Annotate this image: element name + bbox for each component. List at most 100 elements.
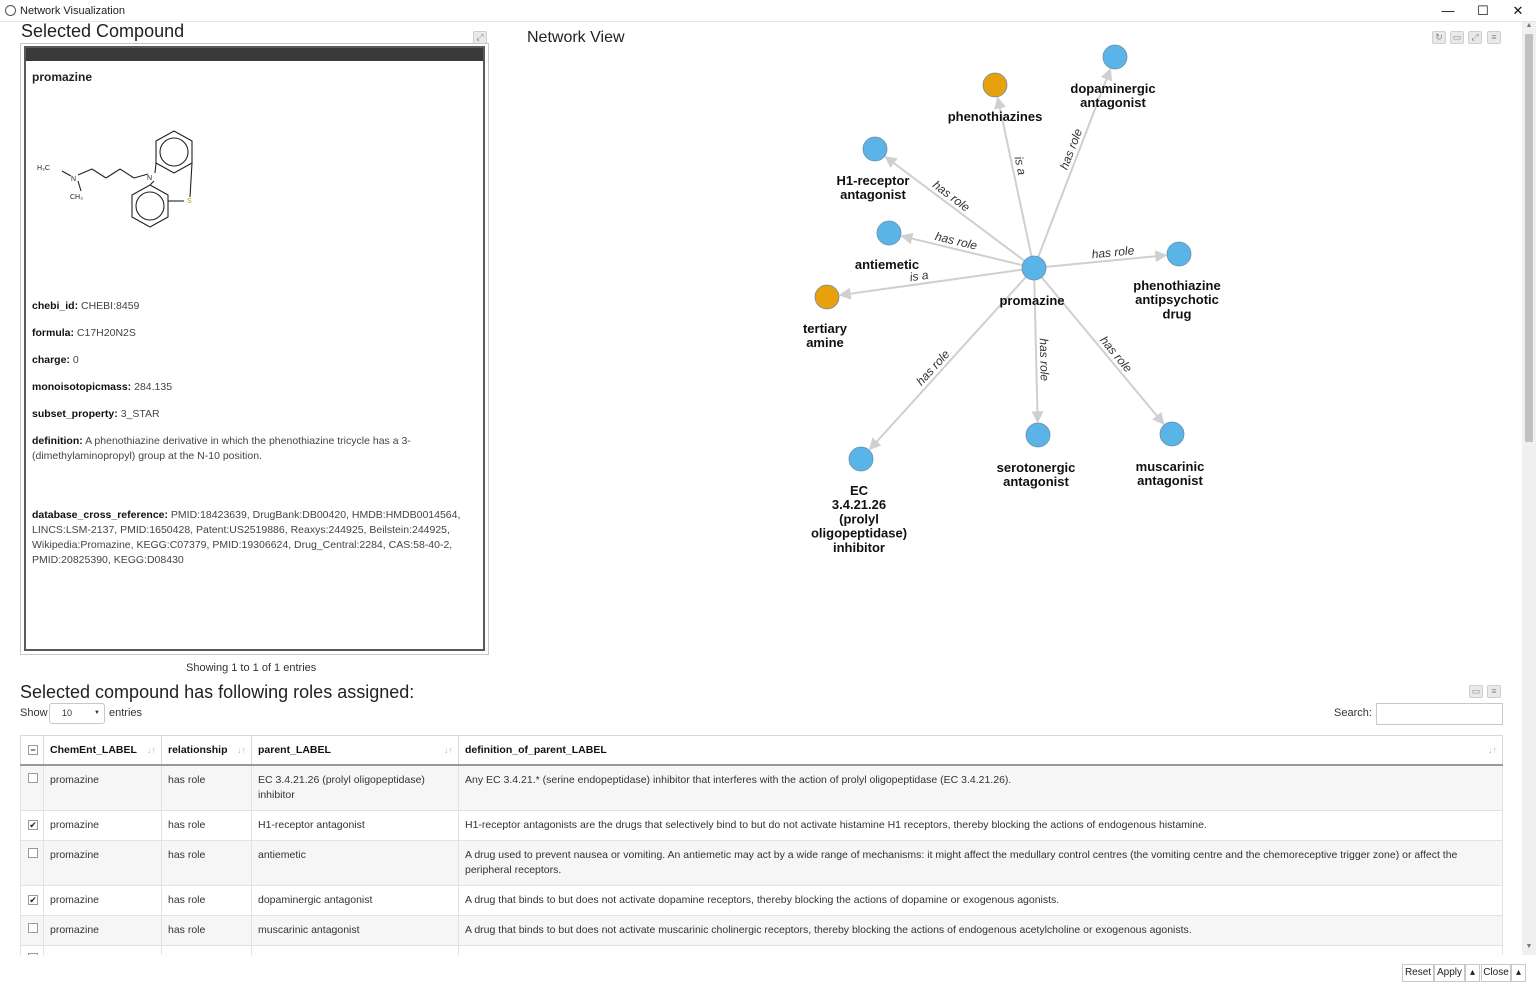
- node-label-dopaminergic: antagonist: [1080, 95, 1146, 110]
- maximize-button[interactable]: ☐: [1477, 3, 1489, 18]
- sulfur-label: S: [187, 198, 192, 205]
- select-all-checkbox[interactable]: −: [28, 744, 38, 755]
- node-label-antiemetic: antiemetic: [855, 257, 919, 272]
- apply-button[interactable]: Apply: [1434, 964, 1465, 982]
- row-checkbox[interactable]: [28, 772, 38, 783]
- cell-definition: [458, 944, 1503, 955]
- node-promazine[interactable]: [1021, 255, 1047, 281]
- minimize-button[interactable]: —: [1441, 3, 1455, 18]
- vertical-scrollbar[interactable]: ▲ ▼: [1522, 22, 1536, 955]
- node-muscarinic[interactable]: [1159, 421, 1185, 447]
- field-formula: formula: C17H20N2S: [32, 327, 136, 339]
- window-titlebar: Network Visualization — ☐ ✕: [0, 0, 1536, 22]
- node-label-pap: phenothiazine: [1133, 278, 1220, 293]
- compound-entries-info: Showing 1 to 1 of 1 entries: [186, 662, 317, 674]
- col-definition-of-parent-label[interactable]: definition_of_parent_LABEL↓↑: [458, 735, 1503, 766]
- fullscreen-icon[interactable]: ⤢: [1468, 31, 1482, 44]
- close-button[interactable]: Close: [1481, 964, 1511, 982]
- scroll-up-icon[interactable]: ▲: [1525, 22, 1533, 29]
- edge-antiemetic[interactable]: [900, 232, 1023, 267]
- selected-compound-title: Selected Compound: [21, 21, 185, 41]
- search-input[interactable]: [1376, 703, 1503, 725]
- node-phenothiazines[interactable]: [982, 72, 1008, 98]
- cell-relationship: has role: [161, 944, 252, 955]
- close-window-button[interactable]: ✕: [1512, 3, 1524, 18]
- col-relationship[interactable]: relationship↓↑: [161, 735, 252, 766]
- scrollbar-thumb[interactable]: [1525, 34, 1533, 442]
- close-dropdown-button[interactable]: ▴: [1511, 964, 1526, 982]
- sort-icon[interactable]: ↓↑: [147, 745, 156, 755]
- page-size-select[interactable]: 10 ▼: [49, 703, 105, 724]
- search-label: Search:: [1334, 707, 1372, 719]
- columns-icon[interactable]: ▭: [1469, 685, 1483, 698]
- edge-phenothiazines[interactable]: [994, 96, 1033, 257]
- compound-panel: [20, 43, 489, 655]
- node-ec[interactable]: [848, 446, 874, 472]
- node-label-pap: antipsychotic: [1135, 292, 1219, 307]
- page-size-value: 10: [62, 708, 73, 718]
- node-label-serotonergic: serotonergic: [997, 460, 1076, 475]
- table-menu-icon[interactable]: ≡: [1487, 685, 1501, 698]
- cell-definition: A drug that binds to but does not activa…: [458, 914, 1503, 946]
- amine-n-label: N: [71, 176, 76, 183]
- edge-ec[interactable]: [868, 276, 1027, 451]
- scroll-down-icon[interactable]: ▼: [1525, 943, 1533, 950]
- cell-relationship: has role: [161, 914, 252, 946]
- edge-muscarinic[interactable]: [1040, 276, 1165, 425]
- edge-tertiary[interactable]: [838, 268, 1023, 300]
- h3c-label: H₃C: [37, 165, 50, 172]
- sort-icon[interactable]: ↓↑: [1488, 745, 1497, 755]
- export-icon[interactable]: ▭: [1450, 31, 1464, 44]
- row-select-cell[interactable]: [20, 944, 44, 955]
- row-checkbox[interactable]: [28, 922, 38, 933]
- reset-view-icon[interactable]: ↻: [1432, 31, 1446, 44]
- node-label-ec: EC: [850, 483, 869, 498]
- row-checkbox[interactable]: [28, 847, 38, 858]
- roles-table: − ChemEnt_LABEL↓↑ relationship↓↑ parent_…: [20, 735, 1503, 955]
- cell-parent-label: phenothiazine antipsychotic drug: [251, 944, 459, 955]
- edge-dopaminergic[interactable]: [1037, 68, 1113, 258]
- app-icon: [5, 5, 16, 16]
- node-label-muscarinic: antagonist: [1137, 473, 1203, 488]
- row-select-cell[interactable]: ✔: [20, 884, 44, 916]
- row-checkbox[interactable]: ✔: [28, 819, 38, 830]
- cell-chement-label: promazine: [43, 884, 162, 916]
- col-chement-label[interactable]: ChemEnt_LABEL↓↑: [43, 735, 162, 766]
- edge-h1[interactable]: [884, 155, 1025, 262]
- row-select-cell[interactable]: ✔: [20, 809, 44, 841]
- apply-dropdown-button[interactable]: ▴: [1465, 964, 1480, 982]
- row-select-cell[interactable]: [20, 764, 44, 811]
- node-h1[interactable]: [862, 136, 888, 162]
- structure-image: H₃C N CH₃ N S: [37, 130, 193, 228]
- cell-chement-label: promazine: [43, 809, 162, 841]
- row-select-cell[interactable]: [20, 839, 44, 886]
- select-all-header[interactable]: −: [20, 735, 44, 766]
- node-pap[interactable]: [1166, 241, 1192, 267]
- node-tertiary[interactable]: [814, 284, 840, 310]
- node-label-h1: H1-receptor: [837, 173, 910, 188]
- sort-icon[interactable]: ↓↑: [237, 745, 246, 755]
- reset-button[interactable]: Reset: [1402, 964, 1434, 982]
- edge-serotonergic[interactable]: [1031, 279, 1044, 424]
- col-parent-label[interactable]: parent_LABEL↓↑: [251, 735, 459, 766]
- row-select-cell[interactable]: [20, 914, 44, 946]
- node-serotonergic[interactable]: [1025, 422, 1051, 448]
- node-dopaminergic[interactable]: [1102, 44, 1128, 70]
- menu-icon[interactable]: ≡: [1487, 31, 1501, 44]
- edge-label-tertiary: is a: [909, 268, 930, 285]
- sort-icon[interactable]: ↓↑: [444, 745, 453, 755]
- row-checkbox[interactable]: [28, 952, 38, 955]
- ch3-label: CH₃: [70, 194, 83, 201]
- edge-label-pap: has role: [1091, 243, 1135, 261]
- node-label-ec: (prolyl: [839, 511, 879, 526]
- row-checkbox[interactable]: ✔: [28, 894, 38, 905]
- node-antiemetic[interactable]: [876, 220, 902, 246]
- edge-pap[interactable]: [1045, 250, 1168, 268]
